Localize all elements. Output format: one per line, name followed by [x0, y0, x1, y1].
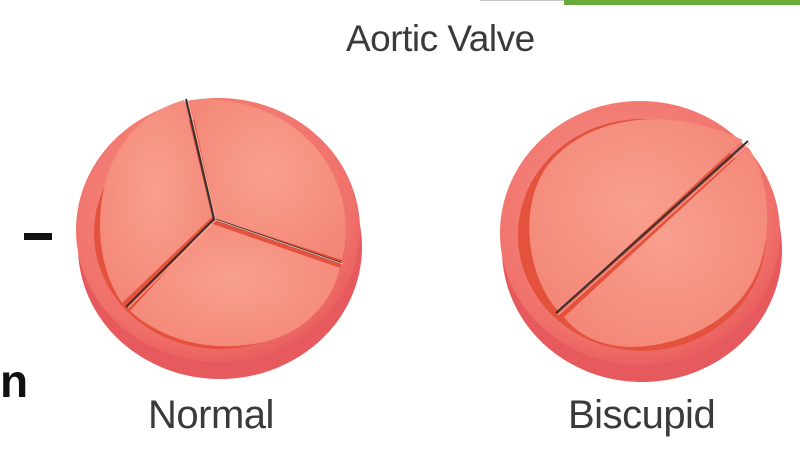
- slide-dash-fragment: [24, 233, 52, 240]
- diagram-title: Aortic Valve: [346, 18, 535, 60]
- bicuspid-valve-label: Biscupid: [568, 393, 715, 438]
- bicuspid-valve-illustration: [498, 85, 800, 385]
- slide-text-fragment: n: [0, 358, 28, 404]
- top-accent-line: [480, 0, 564, 1]
- normal-valve-label: Normal: [148, 393, 274, 438]
- top-accent-bar: [564, 0, 800, 5]
- normal-valve-illustration: [60, 85, 380, 385]
